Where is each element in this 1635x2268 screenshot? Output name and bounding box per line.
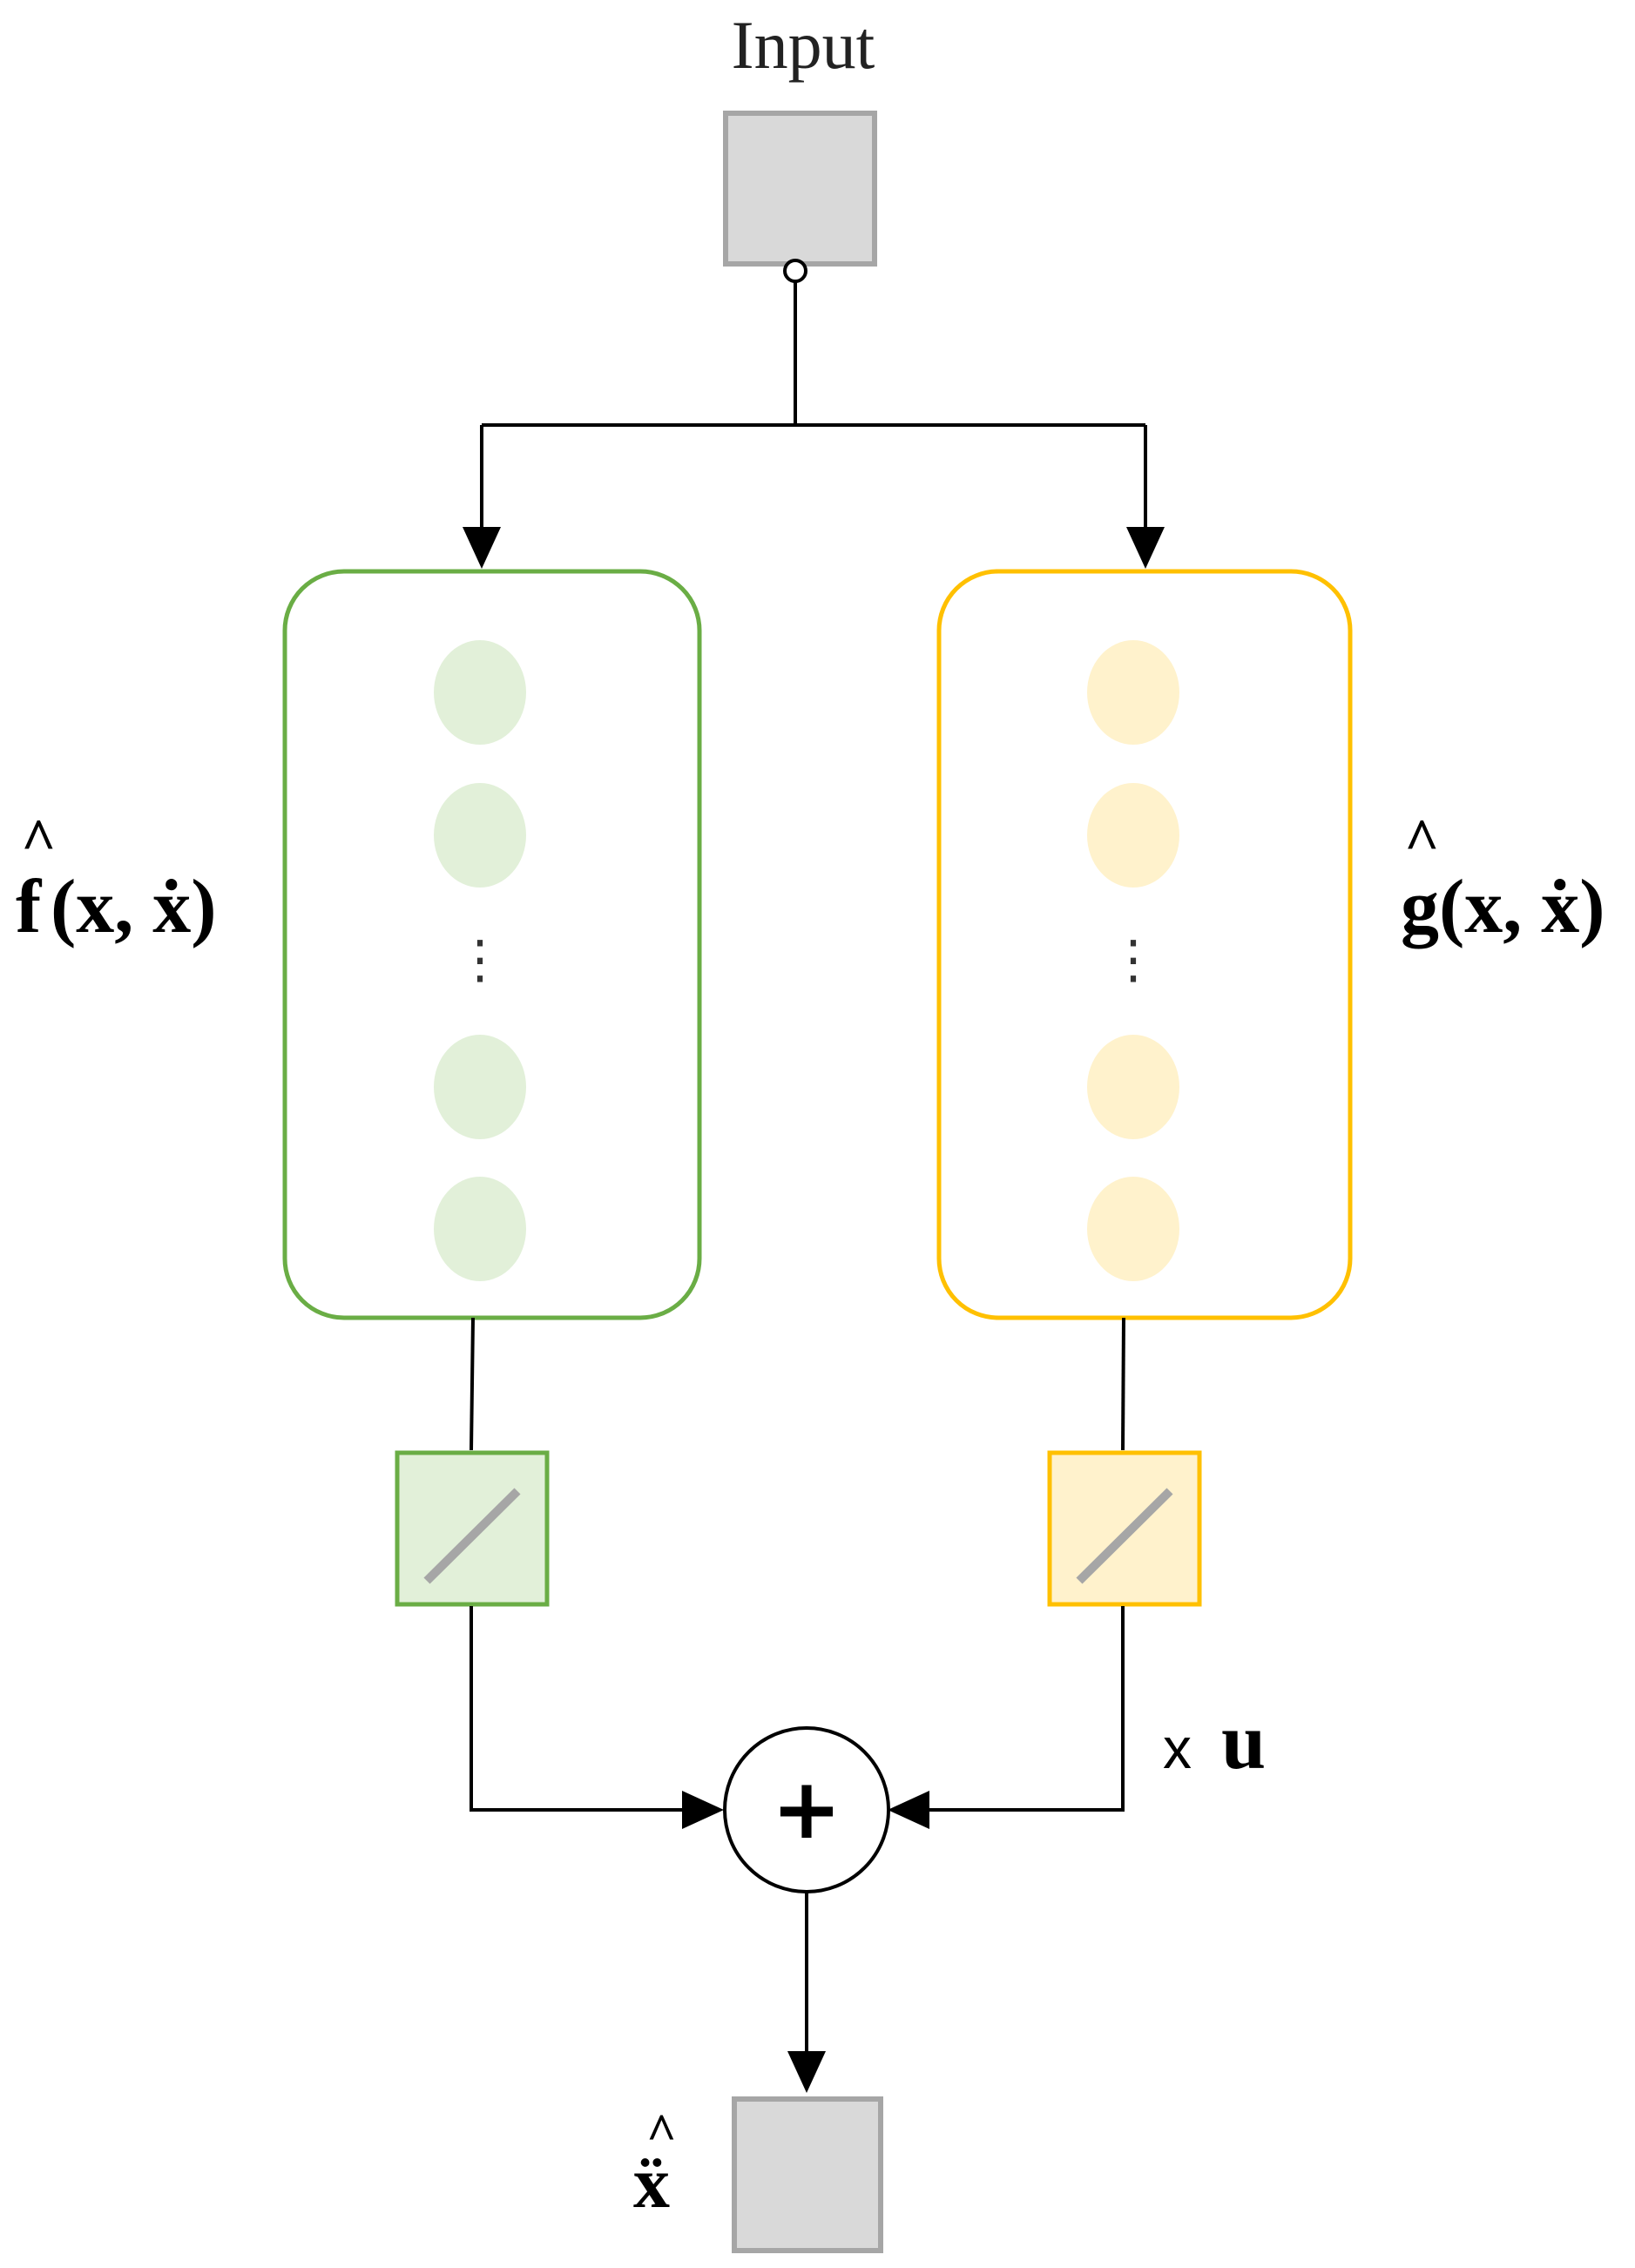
arrow-into-output (787, 2051, 826, 2093)
g-label-hat: ^ (1404, 807, 1440, 874)
output-label-symbol: ẍ (633, 2143, 670, 2224)
sum-symbol: + (772, 1760, 841, 1858)
input-split-connector (480, 281, 1147, 533)
g-network-nodes (1087, 640, 1179, 1281)
input-node (723, 111, 877, 267)
f-network-nodes (434, 640, 526, 1281)
g-neuron (1087, 640, 1179, 745)
f-to-activation-line (470, 1317, 475, 1451)
arrow-f-into-sum (682, 1791, 724, 1829)
multiplier-u: u (1221, 1697, 1266, 1785)
g-network-label: ^ g (x, ẋ) (1401, 807, 1605, 949)
arrow-g-into-sum (888, 1791, 929, 1829)
f-neuron (434, 640, 526, 745)
f-label-symbol: f (16, 865, 43, 949)
g-network-ellipsis: ⋮ (1107, 929, 1159, 990)
arrow-to-g-network (1126, 527, 1165, 569)
arrow-to-f-network (463, 527, 501, 569)
f-label-args: (x, ẋ) (51, 865, 217, 949)
f-linear-activation-box (395, 1450, 550, 1607)
f-label-hat: ^ (21, 807, 57, 874)
multiplier-label: x u (1163, 1697, 1266, 1785)
output-label-hat: ^ (646, 2103, 677, 2161)
g-neuron (1087, 1035, 1179, 1139)
g-label-args: (x, ẋ) (1439, 865, 1605, 949)
multiplier-times: x (1163, 1716, 1192, 1780)
g-linear-activation-box (1047, 1450, 1202, 1607)
output-label: ^ ẍ (633, 2103, 677, 2224)
g-network-box (936, 569, 1353, 1320)
input-port-circle (783, 259, 807, 283)
sum-input-connectors (470, 1606, 1125, 1812)
g-label-symbol: g (1401, 865, 1439, 949)
f-neuron (434, 1035, 526, 1139)
f-neuron (434, 1177, 526, 1281)
g-to-activation-line (1121, 1317, 1125, 1451)
g-neuron (1087, 783, 1179, 888)
f-network-ellipsis: ⋮ (454, 929, 506, 990)
g-neuron (1087, 1177, 1179, 1281)
f-linear-activation-icon (423, 1488, 521, 1584)
input-label: Input (732, 7, 875, 83)
g-linear-activation-icon (1076, 1488, 1173, 1584)
f-network-box (282, 569, 702, 1320)
f-neuron (434, 783, 526, 888)
output-node (732, 2096, 883, 2253)
f-network-label: ^ f (x, ẋ) (16, 807, 217, 949)
